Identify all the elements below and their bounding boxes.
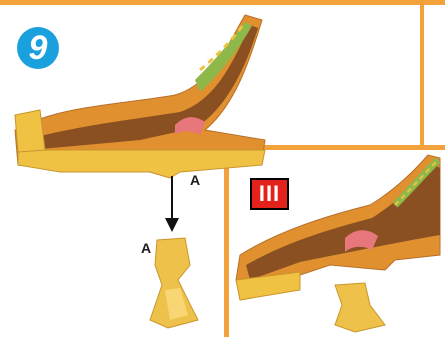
support-piece [150,238,198,328]
track-piece-main [15,15,265,178]
connector-label-top: A [190,172,200,188]
down-arrow-icon [165,176,179,232]
variant-roman-badge: III [250,178,289,210]
connector-label-bottom: A [141,240,151,256]
